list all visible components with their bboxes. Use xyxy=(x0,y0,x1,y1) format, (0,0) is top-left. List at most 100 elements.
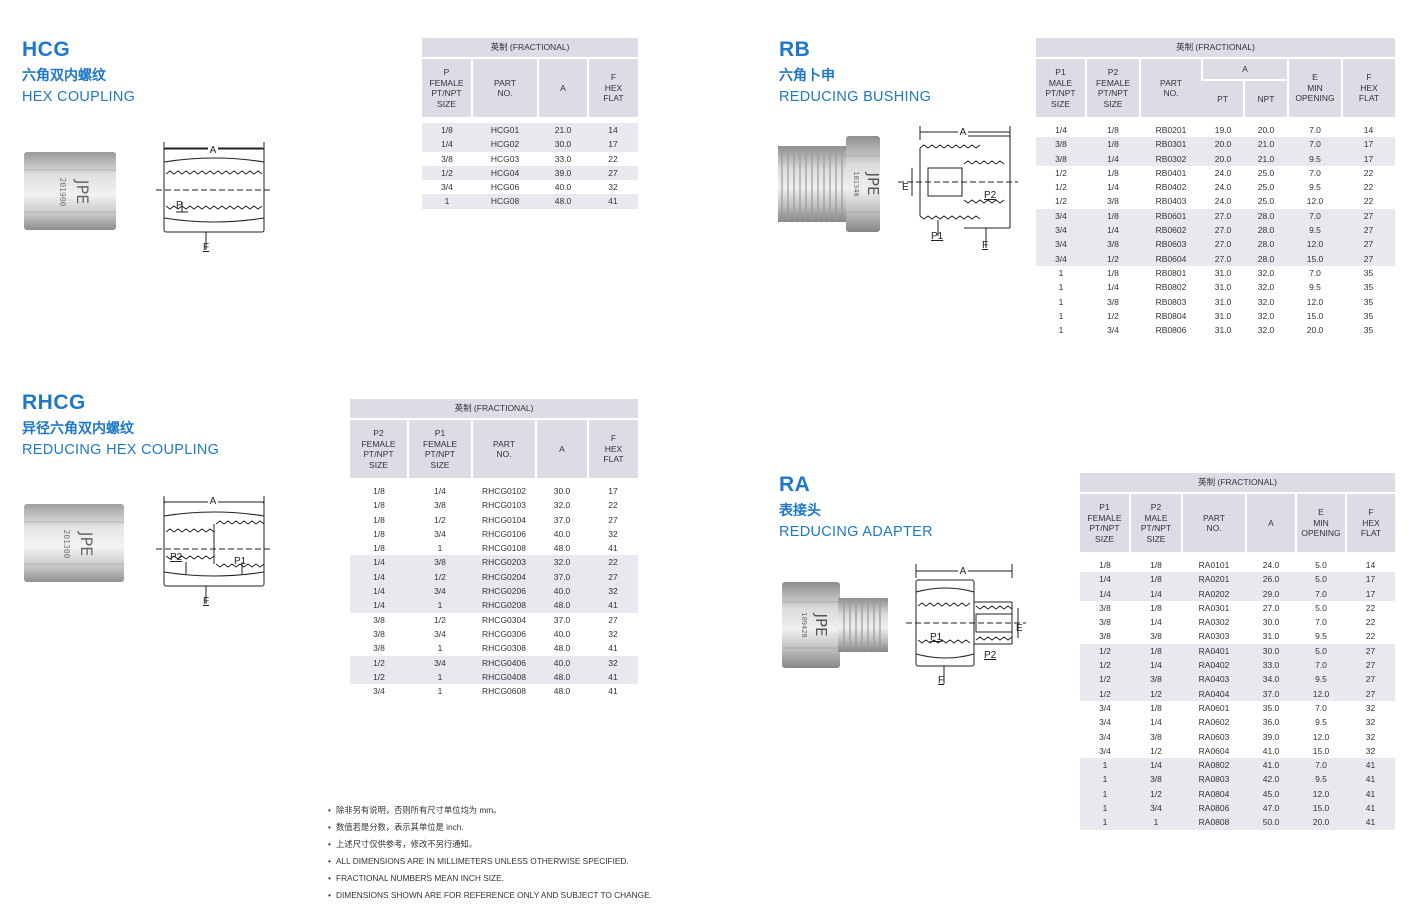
table-cell: HCG04 xyxy=(472,165,538,181)
table-cell: 1/2 xyxy=(1150,745,1162,756)
hcg-drawing: A P F xyxy=(156,142,272,253)
table-cell: 1/2 xyxy=(1055,196,1067,207)
table-cell: 1 xyxy=(1080,815,1130,830)
footnote: •ALL DIMENSIONS ARE IN MILLIMETERS UNLES… xyxy=(328,856,629,866)
footnote: •上述尺寸仅供参考，修改不另行通知。 xyxy=(328,839,478,849)
table-cell: 3/8 xyxy=(434,500,446,511)
table-cell: 1/4 xyxy=(1055,125,1067,135)
table-cell: 1/4 xyxy=(350,584,408,599)
table-cell: 48.0 xyxy=(553,643,571,654)
table-header: A xyxy=(535,419,588,480)
rb-code: RB xyxy=(779,38,811,61)
table-cell: 3/4 xyxy=(1107,325,1119,336)
table-cell: 12.0 xyxy=(1296,786,1346,802)
ra-dim-p2: P2 xyxy=(984,650,997,661)
table-cell: 5.0 xyxy=(1315,602,1327,613)
table-cell: 7.0 xyxy=(1315,702,1327,713)
table-cell: 1/4 xyxy=(1150,717,1162,728)
table-cell: 1 xyxy=(437,643,443,654)
table-cell: 22 xyxy=(1363,167,1374,178)
table-cell: 41 xyxy=(588,598,638,613)
table-cell: 1/4 xyxy=(1107,182,1119,193)
table-cell: 1/4 xyxy=(1130,586,1182,601)
table-cell: 5.0 xyxy=(1296,643,1346,659)
table-cell: 3/8 xyxy=(1099,617,1111,628)
table-cell: RA0802 xyxy=(1182,758,1246,773)
table-cell: RB0802 xyxy=(1155,282,1187,293)
table-cell: 1 xyxy=(1080,801,1130,816)
table-cell: 3/8 xyxy=(1150,631,1162,642)
hcg-stamp: 201900 xyxy=(58,178,67,207)
table-cell: 1 xyxy=(437,543,443,554)
table-cell: 3/4 xyxy=(408,584,472,599)
table-cell: RA0806 xyxy=(1182,801,1246,816)
table-cell: 3/8 xyxy=(1099,631,1111,642)
table-cell: RHCG0208 xyxy=(472,598,536,613)
table-cell: 37.0 xyxy=(1246,686,1296,701)
table-cell: 1/2 xyxy=(1086,251,1140,266)
table-cell: 1 xyxy=(1058,310,1064,321)
table-cell: 15.0 xyxy=(1296,801,1346,816)
table-cell: 27 xyxy=(1342,208,1395,224)
table-cell: 1/4 xyxy=(1130,758,1182,773)
table-cell: 1/8 xyxy=(1107,167,1119,178)
rhcg-product-photo: JPE 201300 xyxy=(24,504,124,582)
table-cell: 40.0 xyxy=(536,584,588,599)
table-cell: 40.0 xyxy=(553,528,571,539)
table-cell: 28.0 xyxy=(1244,237,1288,252)
table-cell: 1 xyxy=(1080,758,1130,773)
rb-logo: JPE xyxy=(864,172,882,196)
table-cell: 12.0 xyxy=(1296,686,1346,701)
table-cell: 30.0 xyxy=(553,486,571,496)
table-cell: 35 xyxy=(1363,296,1374,307)
rb-drawing: A E P2 P1 F xyxy=(898,126,1018,251)
table-cell: 1/2 xyxy=(1080,658,1130,673)
table-cell: 3/4 xyxy=(373,686,385,697)
table-cell: 40.0 xyxy=(536,655,588,670)
table-cell: 1/8 xyxy=(373,543,385,554)
rhcg-dim-p1: P1 xyxy=(234,556,247,567)
table-cell: RA0603 xyxy=(1198,731,1230,742)
table-cell: 1/8 xyxy=(1107,125,1119,135)
table-cell: 34.0 xyxy=(1246,672,1296,687)
table-cell: 24.0 xyxy=(1214,196,1232,207)
table-cell: 31.0 xyxy=(1214,282,1232,293)
table-cell: 33.0 xyxy=(554,153,572,164)
table-cell: 21.0 xyxy=(1244,137,1288,152)
table-cell: RA0803 xyxy=(1182,772,1246,787)
rhcg-en-name: REDUCING HEX COUPLING xyxy=(22,442,220,458)
table-cell: RHCG0306 xyxy=(482,628,526,639)
table-cell: 3/8 xyxy=(408,555,472,570)
table-cell: 32.0 xyxy=(536,555,588,570)
table-cell: 1/8 xyxy=(422,123,472,138)
table-cell: 1/2 xyxy=(1130,786,1182,802)
table-header: A xyxy=(1245,493,1296,554)
table-cell: 3/4 xyxy=(1099,717,1111,728)
table-cell: RHCG0304 xyxy=(482,614,526,625)
table-cell: 41 xyxy=(608,643,618,654)
table-cell: 3/8 xyxy=(373,628,385,639)
hcg-product-photo: JPE 201900 xyxy=(24,152,116,230)
table-cell: 48.0 xyxy=(553,686,571,697)
table-cell: 41 xyxy=(1346,786,1395,802)
table-cell: 25.0 xyxy=(1257,182,1275,193)
table-cell: 15.0 xyxy=(1312,745,1330,756)
table-cell: 37.0 xyxy=(536,569,588,585)
table-cell: 28.0 xyxy=(1244,223,1288,238)
table-cell: 9.5 xyxy=(1309,282,1321,293)
table-cell: 48.0 xyxy=(536,598,588,613)
table-cell: 27 xyxy=(1346,658,1395,673)
